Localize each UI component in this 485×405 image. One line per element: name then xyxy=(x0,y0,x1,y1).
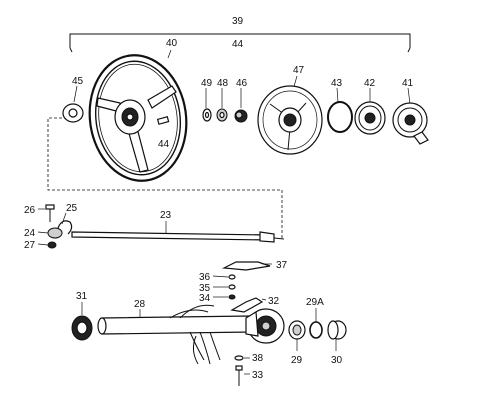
part-42-cap xyxy=(354,101,386,135)
part-33-bolt xyxy=(235,365,250,386)
part-34-screw xyxy=(213,294,236,300)
part-49-washer xyxy=(202,108,212,122)
label-27: 27 xyxy=(24,240,36,251)
label-35: 35 xyxy=(199,283,211,294)
part-35-washer xyxy=(213,284,236,290)
part-25-clamp xyxy=(57,212,73,235)
part-32-switch-arm xyxy=(230,297,267,313)
part-44-key xyxy=(156,116,170,125)
bracket-39 xyxy=(69,33,411,53)
part-31-bushing xyxy=(71,302,93,341)
label-29: 29 xyxy=(291,355,303,366)
part-38-washer xyxy=(234,355,250,361)
label-49: 49 xyxy=(201,78,213,89)
dashed-connector xyxy=(47,117,283,240)
part-45-plate xyxy=(62,103,84,123)
part-46-contact xyxy=(234,109,248,123)
part-36-clip xyxy=(212,274,236,280)
label-26: 26 xyxy=(24,205,36,216)
label-37: 37 xyxy=(276,260,288,271)
label-36: 36 xyxy=(199,272,211,283)
label-24: 24 xyxy=(24,228,36,239)
part-28-column-tube xyxy=(97,304,285,365)
part-29A-ring xyxy=(309,308,323,339)
label-30: 30 xyxy=(331,355,343,366)
label-46: 46 xyxy=(236,78,248,89)
label-48: 48 xyxy=(217,78,229,89)
part-37-bracket xyxy=(221,261,272,271)
part-30-sleeve xyxy=(327,320,347,351)
label-38: 38 xyxy=(252,353,264,364)
label-31: 31 xyxy=(76,291,88,302)
label-42: 42 xyxy=(364,78,376,89)
label-47: 47 xyxy=(293,65,305,76)
label-28: 28 xyxy=(134,299,146,310)
label-34: 34 xyxy=(199,293,211,304)
label-44-top: 44 xyxy=(232,39,244,50)
part-48-nut xyxy=(216,108,228,122)
part-23-shaft xyxy=(71,221,285,243)
part-29-bearing xyxy=(288,320,306,351)
label-41: 41 xyxy=(402,78,414,89)
part-47-horn-plate xyxy=(257,85,323,155)
label-29A: 29A xyxy=(306,297,324,308)
callout-labels: 39 44 40 45 49 48 46 47 43 42 41 44 26 2… xyxy=(24,16,414,381)
label-25: 25 xyxy=(66,203,78,214)
part-24-block xyxy=(37,227,63,239)
label-45: 45 xyxy=(72,76,84,87)
part-40-steering-wheel xyxy=(88,54,188,182)
label-39: 39 xyxy=(232,16,244,27)
label-32: 32 xyxy=(268,296,280,307)
part-41-horn-button xyxy=(392,102,429,145)
part-43-ring xyxy=(327,101,353,133)
label-23: 23 xyxy=(160,210,172,221)
label-43: 43 xyxy=(331,78,343,89)
part-27-nut xyxy=(37,241,57,249)
part-26-bolt xyxy=(38,204,55,222)
label-40: 40 xyxy=(166,38,178,49)
label-33: 33 xyxy=(252,370,264,381)
label-44-mid: 44 xyxy=(158,139,170,150)
